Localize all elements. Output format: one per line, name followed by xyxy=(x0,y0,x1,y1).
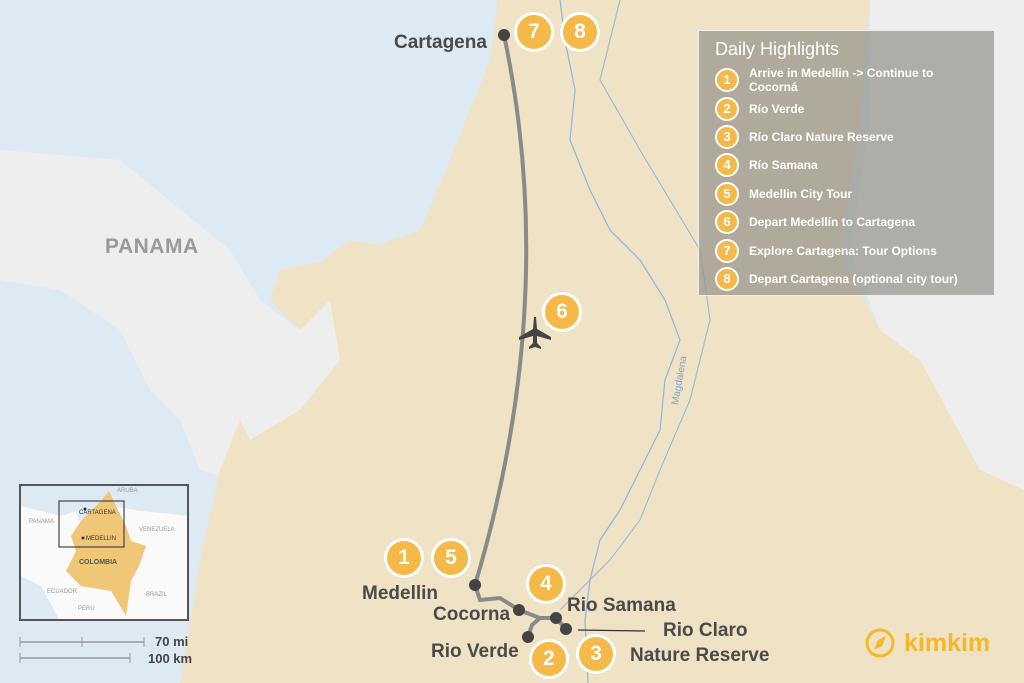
highlight-label: Depart Cartagena (optional city tour) xyxy=(749,271,958,286)
inset-map-shapes xyxy=(21,491,187,619)
highlight-item[interactable]: 2 Río Verde xyxy=(715,94,978,122)
day-marker-3[interactable]: 3 xyxy=(576,634,616,674)
pin-cartagena[interactable] xyxy=(498,29,510,41)
panel-title: Daily Highlights xyxy=(715,39,840,59)
highlight-item[interactable]: 4 Río Samana xyxy=(715,151,978,179)
highlight-label: Explore Cartagena: Tour Options xyxy=(749,243,937,258)
day-number: 2 xyxy=(715,96,739,121)
compass-icon xyxy=(865,628,895,658)
inset-label-peru: PERU xyxy=(78,606,95,612)
day-marker-8[interactable]: 8 xyxy=(560,12,600,52)
place-label-cartagena: Cartagena xyxy=(394,32,487,53)
plane-icon xyxy=(519,317,551,349)
day-marker-4[interactable]: 4 xyxy=(526,564,566,604)
inset-label-brazil: BRAZIL xyxy=(146,592,168,598)
inset-label-venezuela: VENEZUELA xyxy=(139,527,175,533)
pin-rio-claro[interactable] xyxy=(560,623,572,635)
place-label-medellin: Medellin xyxy=(362,583,439,604)
day-marker-6[interactable]: 6 xyxy=(542,292,582,332)
highlight-item[interactable]: 3 Río Claro Nature Reserve xyxy=(715,123,978,151)
inset-label-medellin: MEDELLIN xyxy=(86,536,117,542)
day-marker-7[interactable]: 7 xyxy=(514,12,554,52)
tributary-river xyxy=(559,0,711,611)
highlight-item[interactable]: 6 Depart Medellín to Cartagena xyxy=(715,208,978,236)
daily-highlights-panel: Daily Highlights 1 Arrive in Medellin -> … xyxy=(698,30,995,296)
kimkim-logo[interactable]: kimkim xyxy=(864,627,990,659)
day-number: 4 xyxy=(715,153,739,178)
highlight-label: Depart Medellín to Cartagena xyxy=(749,215,916,230)
place-label-rio-verde: Rio Verde xyxy=(431,641,519,662)
highlight-label: Río Claro Nature Reserve xyxy=(749,129,894,144)
day-number: 1 xyxy=(715,68,739,93)
highlight-label: Medellin City Tour xyxy=(749,186,853,201)
day-marker-2[interactable]: 2 xyxy=(529,639,569,679)
day-marker-1[interactable]: 1 xyxy=(384,538,424,578)
day-marker-5[interactable]: 5 xyxy=(431,538,471,578)
place-label-cocorna: Cocorna xyxy=(433,604,511,625)
magdalena-river xyxy=(559,0,681,683)
inset-locator-map: ARUBA PANAMA CARTAGENA MEDELLIN VENEZUEL… xyxy=(19,484,189,621)
place-label-rio-samana: Rio Samana xyxy=(567,595,676,616)
scale-bars xyxy=(19,637,145,663)
day-number: 6 xyxy=(715,210,739,235)
inset-label-colombia: COLOMBIA xyxy=(79,559,118,566)
inset-label-ecuador: ECUADOR xyxy=(47,589,78,595)
scale-km: 100 km xyxy=(148,651,193,666)
country-label-panama: PANAMA xyxy=(105,235,199,258)
pin-rio-samana[interactable] xyxy=(550,612,562,624)
place-label-rio-claro: Rio Claro xyxy=(663,620,748,641)
inset-label-aruba: ARUBA xyxy=(117,488,138,494)
neighbor-land-panama xyxy=(0,150,340,480)
day-number: 8 xyxy=(715,266,739,291)
pin-cocorna[interactable] xyxy=(513,604,525,616)
flight-route xyxy=(473,34,529,586)
brand-name: kimkim xyxy=(904,628,991,657)
highlight-label: Arrive in Medellin -> Continue to Cocorn… xyxy=(749,66,934,95)
pin-rio-verde[interactable] xyxy=(522,631,534,643)
day-number: 5 xyxy=(715,181,739,206)
pin-medellin[interactable] xyxy=(469,579,481,591)
highlight-label: Río Samana xyxy=(749,158,818,173)
highlight-label: Río Verde xyxy=(749,101,805,116)
scale-miles: 70 mi xyxy=(155,634,189,649)
inset-label-cartagena: CARTAGENA xyxy=(79,510,116,516)
highlight-item[interactable]: 7 Explore Cartagena: Tour Options xyxy=(715,236,978,264)
day-number: 7 xyxy=(715,238,739,263)
highlight-item[interactable]: 8 Depart Cartagena (optional city tour) xyxy=(715,265,978,293)
highlight-item[interactable]: 1 Arrive in Medellin -> Continue to Cocor… xyxy=(715,66,978,94)
leader-line xyxy=(577,629,646,632)
day-number: 3 xyxy=(715,124,739,149)
highlight-item[interactable]: 5 Medellin City Tour xyxy=(715,180,978,208)
place-label-nature-reserve: Nature Reserve xyxy=(630,645,770,666)
inset-label-panama: PANAMA xyxy=(29,519,54,525)
